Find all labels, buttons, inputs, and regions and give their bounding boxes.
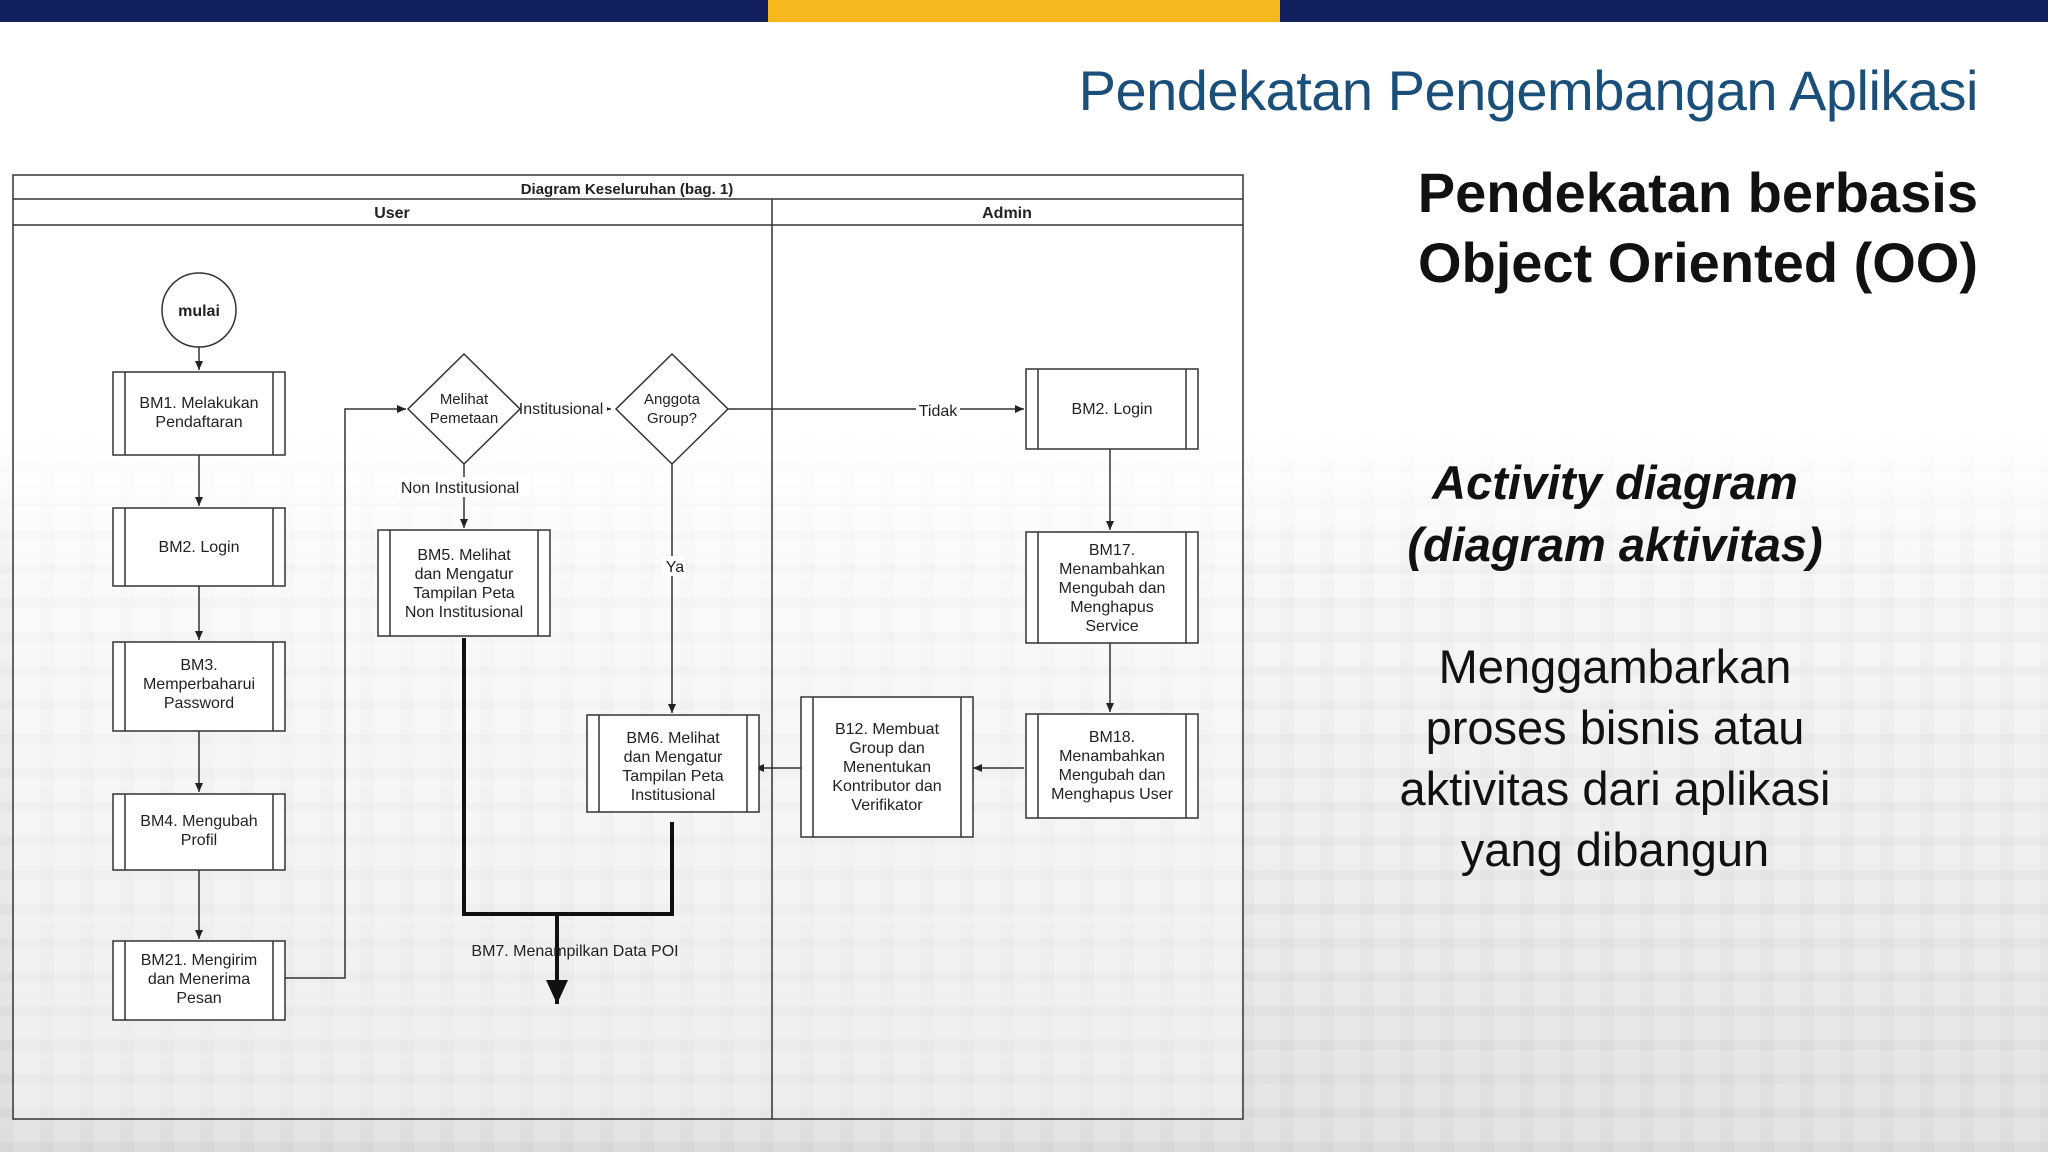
node-text: Menghapus User xyxy=(1051,786,1174,803)
activity-line: (diagram aktivitas) xyxy=(1407,518,1823,571)
node-bm3 xyxy=(112,641,286,732)
node-text: BM21. Mengirim xyxy=(141,952,257,969)
node-text: BM2. Login xyxy=(159,539,240,556)
node-text: Mengubah dan xyxy=(1059,767,1166,784)
node-text: Memperbaharui xyxy=(143,676,255,693)
node-text: BM18. xyxy=(1089,729,1135,746)
node-text: Non Institusional xyxy=(405,604,523,621)
subtitle: Pendekatan berbasis Object Oriented (OO) xyxy=(1318,158,1978,298)
edge-label-tidak: Tidak xyxy=(919,403,959,420)
diagram-title: Diagram Keseluruhan (bag. 1) xyxy=(521,181,734,198)
subtitle-line: Pendekatan berbasis xyxy=(1417,161,1978,224)
final-label: BM7. Menampilkan Data POI xyxy=(471,943,678,960)
node-text: Password xyxy=(164,695,234,712)
description-line: yang dibangun xyxy=(1460,823,1770,876)
node-bm1 xyxy=(112,371,286,456)
node-bm21 xyxy=(112,940,286,1021)
node-text: Menambahkan xyxy=(1059,561,1165,578)
slide-title: Pendekatan Pengembangan Aplikasi xyxy=(1078,59,1979,122)
node-text: Profil xyxy=(181,832,217,849)
node-bm6 xyxy=(586,714,760,813)
description-line: Menggambarkan xyxy=(1438,640,1792,693)
node-bm17 xyxy=(1025,531,1199,644)
edge-label-institusional: Institusional xyxy=(519,401,604,418)
decision-pemetaan xyxy=(406,352,522,466)
node-bm4 xyxy=(112,793,286,871)
node-text: dan Mengatur xyxy=(415,566,514,583)
lane-user-label: User xyxy=(374,205,410,222)
node-text: Menambahkan xyxy=(1059,748,1165,765)
node-text: Mengubah dan xyxy=(1059,580,1166,597)
decision-text: Anggota xyxy=(644,391,701,408)
edge-label-ya: Ya xyxy=(666,559,684,576)
activity-line: Activity diagram xyxy=(1432,456,1798,509)
decision-text: Pemetaan xyxy=(430,410,498,427)
subtitle-line: Object Oriented (OO) xyxy=(1417,231,1978,294)
node-text: Verifikator xyxy=(851,797,923,814)
node-text: BM6. Melihat xyxy=(626,730,720,747)
start-label: mulai xyxy=(178,303,220,320)
lane-admin-label: Admin xyxy=(982,205,1032,222)
node-text: Service xyxy=(1085,618,1138,635)
node-text: Menentukan xyxy=(843,759,931,776)
node-text: Institusional xyxy=(631,787,716,804)
node-text: Tampilan Peta xyxy=(622,768,723,785)
node-text: BM2. Login xyxy=(1072,401,1153,418)
node-text: dan Mengatur xyxy=(624,749,723,766)
node-text: dan Menerima xyxy=(148,971,250,988)
node-text: BM1. Melakukan xyxy=(139,395,258,412)
decision-anggota-group xyxy=(614,352,730,466)
node-text: Tampilan Peta xyxy=(413,585,514,602)
node-text: BM5. Melihat xyxy=(417,547,511,564)
node-text: Group dan xyxy=(849,740,925,757)
node-bm5 xyxy=(377,529,551,637)
activity-diagram: Diagram Keseluruhan (bag. 1) User Admin … xyxy=(12,174,1245,1120)
city-background xyxy=(0,430,2048,1152)
node-text: B12. Membuat xyxy=(835,721,940,738)
decision-text: Melihat xyxy=(440,391,489,408)
edge-label-non-institusional: Non Institusional xyxy=(401,480,519,497)
node-text: Pendaftaran xyxy=(155,414,242,431)
node-text: Menghapus xyxy=(1070,599,1154,616)
node-text: BM3. xyxy=(180,657,217,674)
node-bm2-admin xyxy=(1025,368,1199,450)
node-bm18 xyxy=(1025,713,1199,819)
decision-text: Group? xyxy=(647,410,697,427)
description-line: proses bisnis atau xyxy=(1425,701,1805,754)
top-bar-navy-right xyxy=(1280,0,2048,22)
node-text: Kontributor dan xyxy=(832,778,941,795)
description-line: aktivitas dari aplikasi xyxy=(1399,762,1831,815)
node-text: Pesan xyxy=(176,990,221,1007)
description: Menggambarkan proses bisnis atau aktivit… xyxy=(1350,636,1880,880)
node-text: BM4. Mengubah xyxy=(140,813,257,830)
node-b12 xyxy=(800,696,974,838)
top-bar-gold xyxy=(768,0,1280,22)
node-text: BM17. xyxy=(1089,542,1135,559)
node-bm2-user xyxy=(112,507,286,587)
top-bar-navy-left xyxy=(0,0,768,22)
activity-heading: Activity diagram (diagram aktivitas) xyxy=(1365,452,1865,576)
